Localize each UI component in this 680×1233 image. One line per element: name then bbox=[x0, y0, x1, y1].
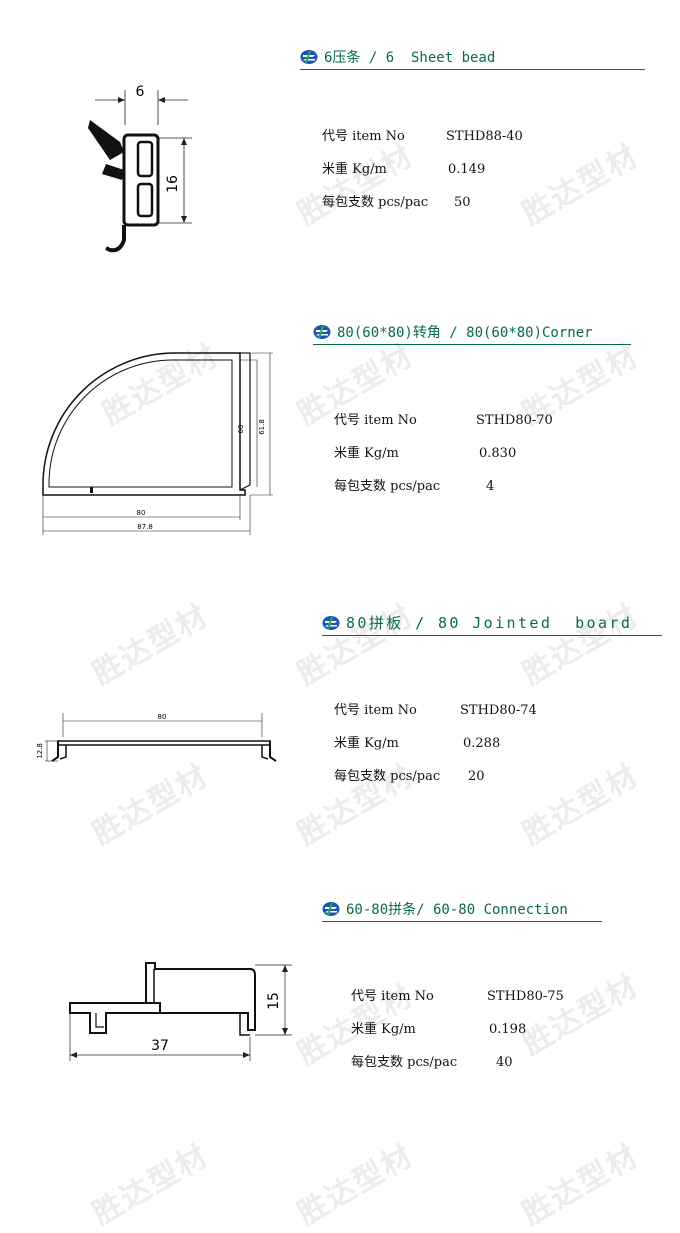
product-title-row: 6压条 / 6 Sheet bead bbox=[300, 47, 645, 70]
dimension-label: 15 bbox=[266, 992, 282, 1010]
spec-row-weight: 米重 Kg/m 0.830 bbox=[334, 437, 553, 470]
spec-value: STHD88-40 bbox=[446, 129, 523, 144]
spec-row-item-no: 代号 item No STHD80-74 bbox=[334, 694, 537, 727]
spec-label: 米重 Kg/m bbox=[334, 736, 399, 751]
brand-logo-icon bbox=[313, 325, 331, 339]
spec-value: 4 bbox=[486, 479, 495, 494]
spec-value: 20 bbox=[468, 769, 485, 784]
spec-label: 每包支数 pcs/pac bbox=[322, 195, 429, 210]
spec-value: 0.288 bbox=[463, 736, 501, 751]
watermark: 胜达型材 bbox=[86, 597, 215, 693]
dimension-label: 87.8 bbox=[137, 523, 153, 531]
spec-label: 代号 item No bbox=[322, 129, 405, 144]
spec-label: 米重 Kg/m bbox=[351, 1022, 416, 1037]
spec-row-weight: 米重 Kg/m 0.288 bbox=[334, 727, 537, 760]
jointed-board-drawing: 80 12.8 bbox=[36, 713, 277, 762]
dimension-label: 61.8 bbox=[258, 419, 266, 435]
watermark: 胜达型材 bbox=[516, 137, 645, 233]
watermark: 胜达型材 bbox=[291, 1137, 420, 1233]
product-title-row: 80(60*80)转角 / 80(60*80)Corner bbox=[313, 322, 631, 345]
dimension-label: 6 bbox=[136, 84, 145, 100]
spec-label: 米重 Kg/m bbox=[334, 446, 399, 461]
watermark: 胜达型材 bbox=[86, 1137, 215, 1233]
spec-row-item-no: 代号 item No STHD88-40 bbox=[322, 120, 523, 153]
spec-label: 每包支数 pcs/pac bbox=[334, 769, 441, 784]
spec-label: 每包支数 pcs/pac bbox=[334, 479, 441, 494]
watermark: 胜达型材 bbox=[516, 597, 645, 693]
spec-value: 40 bbox=[496, 1055, 513, 1070]
spec-label: 代号 item No bbox=[334, 703, 417, 718]
watermark: 胜达型材 bbox=[516, 1137, 645, 1233]
spec-value: 0.198 bbox=[489, 1022, 527, 1037]
spec-row-weight: 米重 Kg/m 0.198 bbox=[351, 1013, 564, 1046]
spec-row-pcs: 每包支数 pcs/pac 4 bbox=[334, 470, 553, 503]
dimension-label: 12.8 bbox=[36, 743, 44, 759]
spec-row-pcs: 每包支数 pcs/pac 50 bbox=[322, 186, 523, 219]
dimension-label: 60 bbox=[237, 425, 245, 434]
spec-row-item-no: 代号 item No STHD80-70 bbox=[334, 404, 553, 437]
spec-row-pcs: 每包支数 pcs/pac 20 bbox=[334, 760, 537, 793]
dimension-label: 37 bbox=[151, 1038, 169, 1054]
brand-logo-icon bbox=[300, 50, 318, 64]
spec-label: 每包支数 pcs/pac bbox=[351, 1055, 458, 1070]
spec-label: 代号 item No bbox=[334, 413, 417, 428]
corner-drawing: 80 87.8 60 61.8 bbox=[42, 352, 273, 535]
watermark: 胜达型材 bbox=[291, 597, 420, 693]
spec-value: 0.830 bbox=[479, 446, 517, 461]
product-title: 80(60*80)转角 / 80(60*80)Corner bbox=[337, 325, 593, 341]
dimension-label: 16 bbox=[165, 175, 181, 193]
product-title: 80拼板 / 80 Jointed board bbox=[346, 614, 633, 632]
spec-label: 米重 Kg/m bbox=[322, 162, 387, 177]
spec-list: 代号 item No STHD88-40 米重 Kg/m 0.149 每包支数 pc… bbox=[322, 120, 523, 219]
spec-value: STHD80-70 bbox=[476, 413, 553, 428]
brand-logo-icon bbox=[322, 902, 340, 916]
dimension-label: 80 bbox=[137, 509, 146, 517]
spec-value: STHD80-75 bbox=[487, 989, 564, 1004]
spec-row-pcs: 每包支数 pcs/pac 40 bbox=[351, 1046, 564, 1079]
spec-row-weight: 米重 Kg/m 0.149 bbox=[322, 153, 523, 186]
spec-list: 代号 item No STHD80-74 米重 Kg/m 0.288 每包支数 pc… bbox=[334, 694, 537, 793]
spec-value: 0.149 bbox=[448, 162, 486, 177]
spec-list: 代号 item No STHD80-75 米重 Kg/m 0.198 每包支数 pc… bbox=[351, 980, 564, 1079]
product-title-row: 80拼板 / 80 Jointed board bbox=[322, 612, 662, 636]
sheet-bead-drawing: 6 16 bbox=[88, 84, 192, 253]
spec-row-item-no: 代号 item No STHD80-75 bbox=[351, 980, 564, 1013]
dimension-label: 80 bbox=[158, 713, 167, 721]
spec-label: 代号 item No bbox=[351, 989, 434, 1004]
spec-list: 代号 item No STHD80-70 米重 Kg/m 0.830 每包支数 pc… bbox=[334, 404, 553, 503]
brand-logo-icon bbox=[322, 615, 340, 630]
product-title-row: 60-80拼条/ 60-80 Connection bbox=[322, 899, 602, 922]
product-title: 6压条 / 6 Sheet bead bbox=[324, 50, 496, 66]
spec-value: 50 bbox=[454, 195, 471, 210]
connection-drawing: 15 37 bbox=[69, 962, 292, 1061]
spec-value: STHD80-74 bbox=[460, 703, 537, 718]
product-title: 60-80拼条/ 60-80 Connection bbox=[346, 902, 568, 918]
